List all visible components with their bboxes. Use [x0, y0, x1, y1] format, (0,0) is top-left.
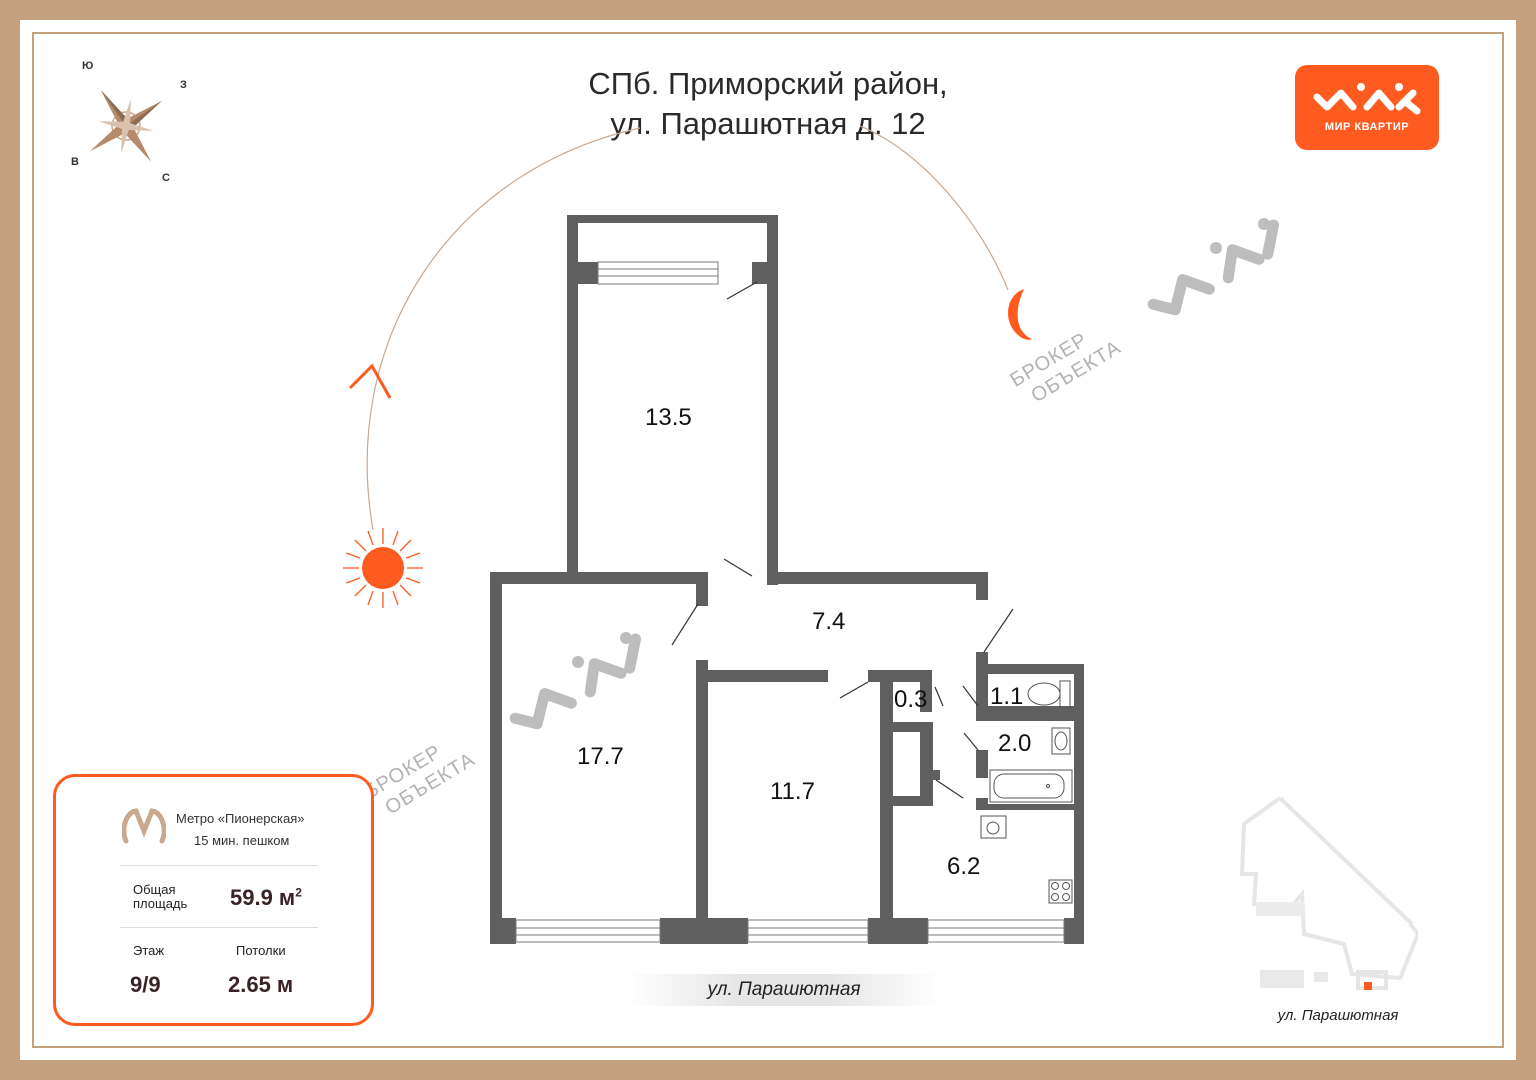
- divider: [120, 865, 318, 866]
- inner-frame: [32, 32, 1504, 1048]
- logo-mark-icon: [1313, 83, 1421, 115]
- moon-icon: [1007, 289, 1032, 340]
- wall-partition-top: [696, 670, 828, 682]
- wall-left-outer: [490, 572, 502, 944]
- street-label: ул. Парашютная: [707, 979, 861, 1000]
- room-area-label: 11.7: [770, 778, 815, 805]
- divider: [120, 927, 318, 928]
- mini-map-street-label: ул. Парашютная: [1277, 1007, 1399, 1024]
- metro-walk-time: 15 мин. пешком: [194, 833, 290, 848]
- floor-value: 9/9: [130, 972, 161, 997]
- area-value: 59.9 м2: [230, 885, 302, 910]
- wall-partition-1: [696, 660, 708, 930]
- room-area-label: 13.5: [645, 404, 692, 431]
- compass-north-label: Ю: [82, 60, 94, 72]
- room-area-label: 6.2: [947, 853, 981, 880]
- wall-bottom-3: [868, 918, 928, 944]
- watermark-logo-icon-2: [509, 632, 642, 730]
- compass-west-label: В: [71, 156, 79, 168]
- room-area-label: 2.0: [998, 730, 1032, 757]
- compass-rose-icon: [89, 89, 163, 163]
- wall-partition-2: [880, 670, 893, 930]
- building-mini-map: [1239, 796, 1418, 990]
- wall-main-top-left: [490, 572, 708, 584]
- compass-south-label: С: [162, 172, 170, 184]
- watermark-logo-icon: [1147, 218, 1280, 316]
- street-bar: [628, 974, 940, 1006]
- floor-label: Этаж: [133, 943, 165, 958]
- metro-logo-icon: [122, 808, 166, 844]
- room-area-label: 17.7: [577, 743, 624, 770]
- room-area-label: 7.4: [812, 608, 846, 635]
- wall-bottom-1: [490, 918, 516, 944]
- metro-name: Метро «Пионерская»: [176, 811, 305, 826]
- address-title: СПб. Приморский район, ул. Парашютная д.…: [468, 64, 1068, 144]
- address-line-2: ул. Парашютная д. 12: [610, 106, 926, 141]
- brand-logo: МИР КВАРТИР: [1295, 65, 1439, 150]
- logo-text: МИР КВАРТИР: [1324, 121, 1410, 133]
- room-area-label: 0.3: [894, 686, 928, 713]
- address-line-1: СПб. Приморский район,: [588, 66, 948, 101]
- wall-top-room-top: [567, 215, 778, 223]
- compass-east-label: З: [180, 79, 187, 91]
- sun-icon: [343, 528, 423, 608]
- wall-top-room-right: [767, 215, 778, 585]
- room-area-label: 1.1: [990, 683, 1024, 710]
- ceiling-height-value: 2.65 м: [228, 972, 294, 997]
- ceiling-label: Потолки: [236, 943, 286, 958]
- wall-main-top-right: [767, 572, 988, 584]
- area-label: Общая площадь: [133, 882, 188, 911]
- wall-top-room-left: [567, 215, 578, 577]
- info-card: Метро «Пионерская» 15 мин. пешком Общая …: [53, 774, 374, 1026]
